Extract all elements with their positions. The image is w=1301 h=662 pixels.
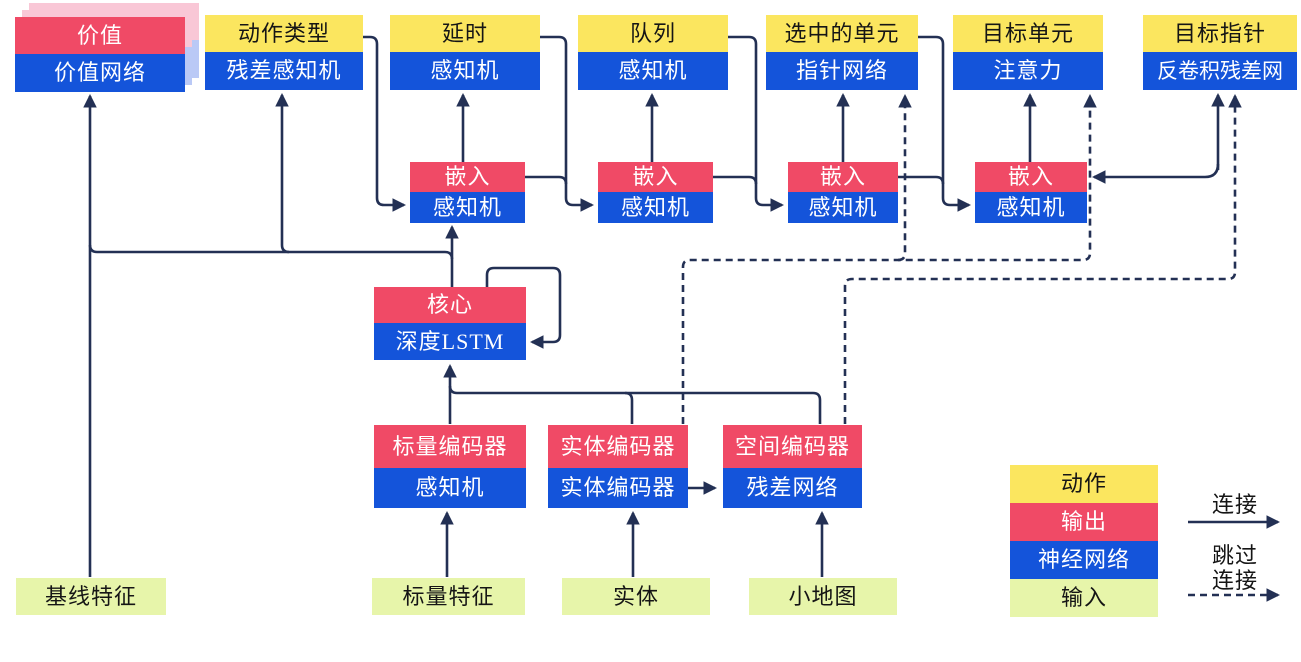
node-scalar-encoder-network: 感知机 [374, 468, 526, 508]
node-embed-2-head: 嵌入 [598, 162, 713, 192]
node-target-pointer: 目标指针 反卷积残差网 [1143, 15, 1297, 90]
node-delay-head: 延时 [390, 15, 540, 52]
node-delay-network: 感知机 [390, 52, 540, 90]
node-embed-1: 嵌入 感知机 [410, 162, 525, 223]
node-spatial-encoder-network: 残差网络 [723, 468, 862, 508]
edge-core-bus-left [88, 244, 454, 260]
node-embed-3-network: 感知机 [788, 192, 898, 223]
node-scalar-encoder-head: 标量编码器 [374, 425, 526, 468]
node-embed-1-network: 感知机 [410, 192, 525, 223]
node-target-pointer-head: 目标指针 [1143, 15, 1297, 52]
node-embed-2: 嵌入 感知机 [598, 162, 713, 223]
input-entities: 实体 [562, 578, 710, 615]
node-action-type-network: 残差感知机 [205, 52, 363, 90]
skip-entity-encoder-to-target-unit [681, 93, 1097, 424]
node-embed-4-head: 嵌入 [975, 162, 1087, 192]
node-value: 价值 价值网络 [15, 17, 185, 92]
node-value-head: 价值 [15, 17, 185, 54]
edge-embed2-to-embed3 [713, 175, 758, 185]
node-entity-encoder-network: 实体编码器 [548, 468, 688, 508]
node-entity-encoder-head: 实体编码器 [548, 425, 688, 468]
input-baseline-features: 基线特征 [16, 578, 166, 615]
node-action-type: 动作类型 残差感知机 [205, 15, 363, 90]
node-queue-head: 队列 [578, 15, 728, 52]
node-selected-units-network: 指针网络 [766, 52, 918, 90]
input-minimap: 小地图 [749, 578, 897, 615]
legend-input: 输入 [1010, 579, 1158, 617]
legend-connection-label: 连接 [1212, 492, 1259, 517]
node-core: 核心 深度LSTM [374, 287, 526, 360]
node-embed-3: 嵌入 感知机 [788, 162, 898, 223]
legend-network: 神经网络 [1010, 541, 1158, 579]
legend-action: 动作 [1010, 465, 1158, 503]
node-value-network: 价值网络 [15, 54, 185, 92]
node-embed-2-network: 感知机 [598, 192, 713, 223]
node-spatial-encoder: 空间编码器 残差网络 [723, 425, 862, 508]
node-embed-1-head: 嵌入 [410, 162, 525, 192]
node-embed-4: 嵌入 感知机 [975, 162, 1087, 223]
edge-entity-encoder-to-core-bus [624, 391, 634, 424]
legend-output: 输出 [1010, 503, 1158, 541]
edge-spatial-encoder-to-core-bus [448, 385, 822, 424]
node-delay: 延时 感知机 [390, 15, 540, 90]
skip-spatial-encoder-to-target-pointer [843, 93, 1242, 424]
node-target-unit-head: 目标单元 [953, 15, 1103, 52]
node-embed-3-head: 嵌入 [788, 162, 898, 192]
node-target-pointer-network: 反卷积残差网 [1143, 52, 1297, 90]
node-core-head: 核心 [374, 287, 526, 323]
node-action-type-head: 动作类型 [205, 15, 363, 52]
node-target-unit-network: 注意力 [953, 52, 1103, 90]
skip-entity-encoder-to-selected-units [897, 93, 912, 262]
node-selected-units: 选中的单元 指针网络 [766, 15, 918, 90]
legend-skip-label-2: 连接 [1212, 568, 1259, 593]
node-embed-4-network: 感知机 [975, 192, 1087, 223]
edge-target-pointer-branch-to-embed4 [1091, 163, 1220, 184]
node-core-network: 深度LSTM [374, 323, 526, 360]
node-selected-units-head: 选中的单元 [766, 15, 918, 52]
node-entity-encoder: 实体编码器 实体编码器 [548, 425, 688, 508]
node-target-unit: 目标单元 注意力 [953, 15, 1103, 90]
node-queue-network: 感知机 [578, 52, 728, 90]
edge-embed3-to-embed4 [898, 175, 945, 185]
node-queue: 队列 感知机 [578, 15, 728, 90]
input-scalar-features: 标量特征 [372, 578, 525, 615]
node-scalar-encoder: 标量编码器 感知机 [374, 425, 526, 508]
legend-skip-label-1: 跳过 [1212, 543, 1259, 568]
edge-bus-to-action-type [275, 92, 290, 254]
node-spatial-encoder-head: 空间编码器 [723, 425, 862, 468]
legend-color-key: 动作 输出 神经网络 输入 [1010, 465, 1158, 617]
edge-embed1-to-embed2 [525, 175, 568, 185]
